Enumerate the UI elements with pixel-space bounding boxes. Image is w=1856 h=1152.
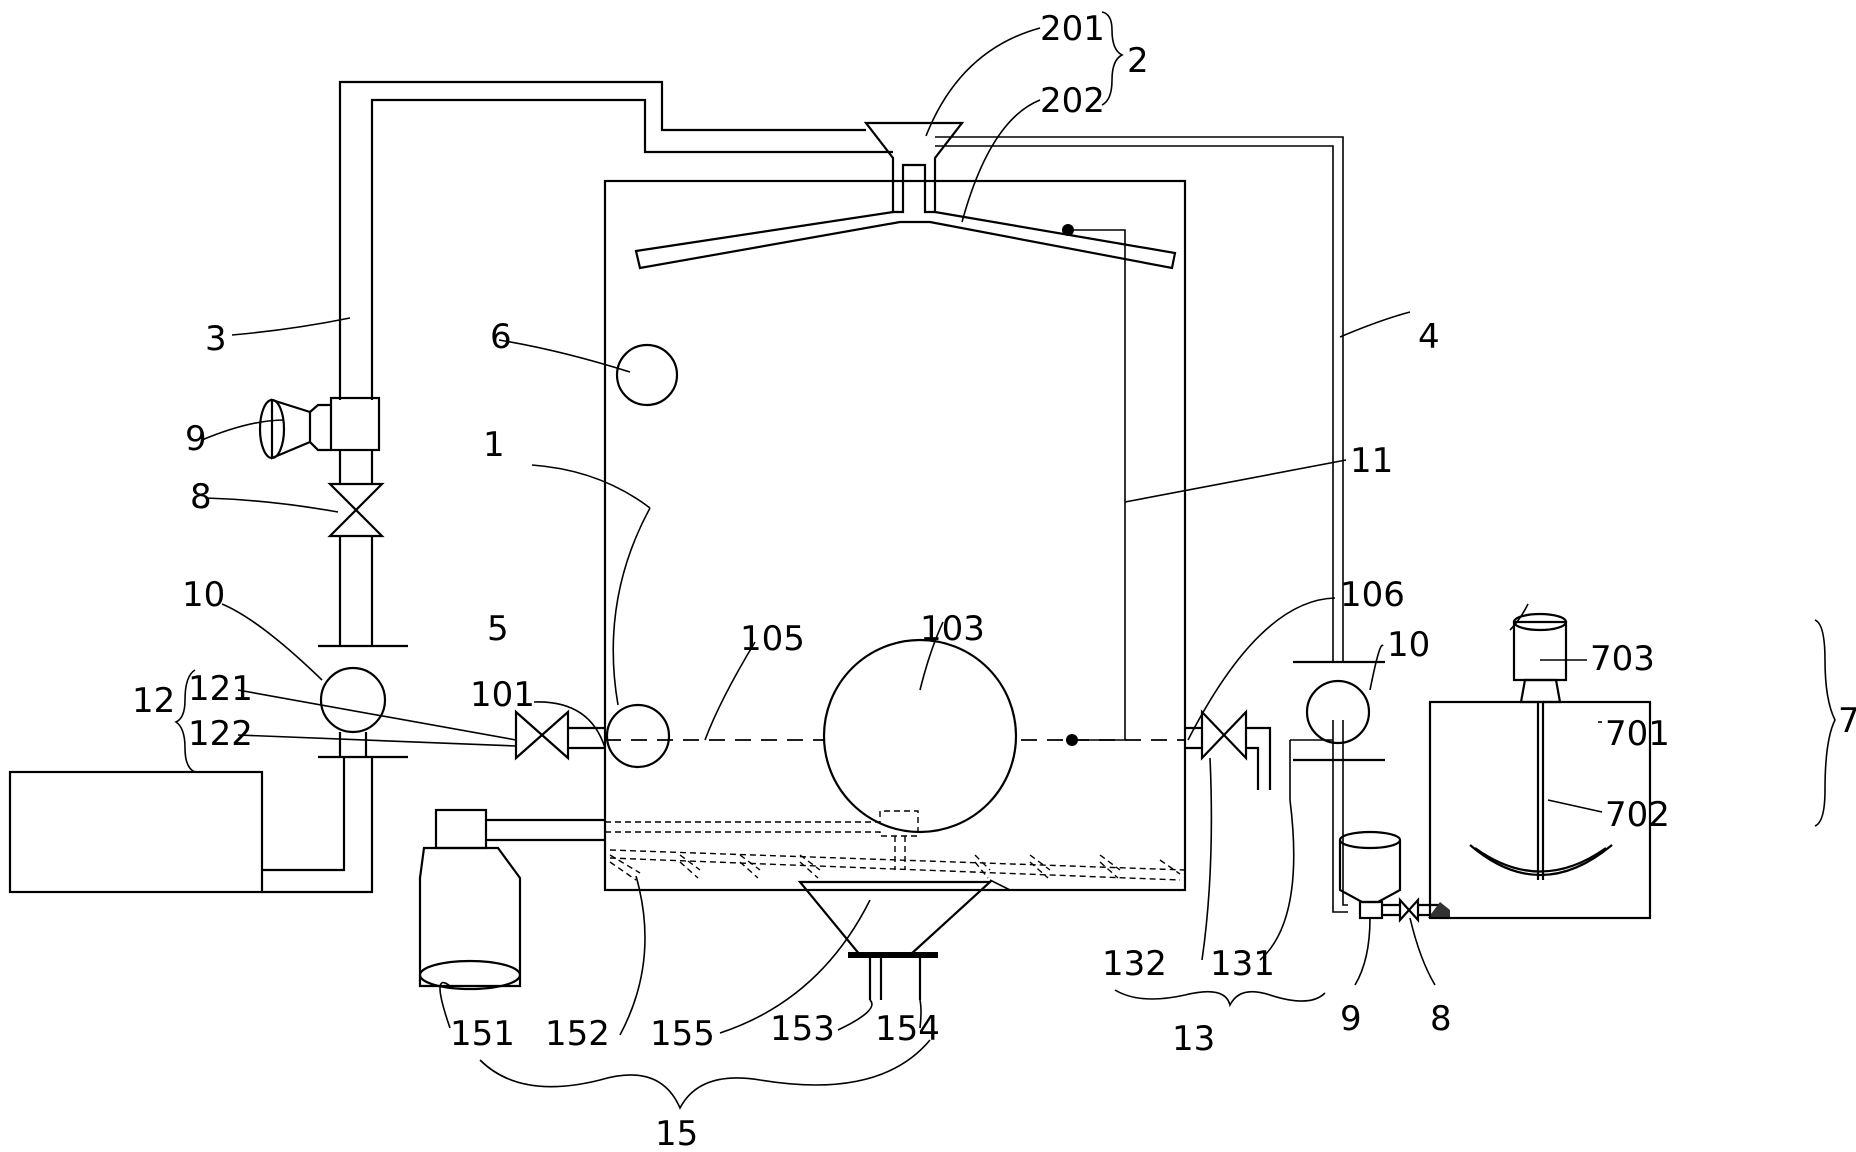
- label-101: 101: [470, 675, 535, 715]
- label-5: 5: [487, 609, 509, 649]
- label-4: 4: [1418, 317, 1440, 357]
- label-105: 105: [740, 619, 805, 659]
- nozzles: [609, 854, 1181, 881]
- label-15: 15: [655, 1114, 698, 1152]
- spray-arm: [634, 210, 1177, 270]
- label-8-left: 8: [190, 477, 212, 517]
- sensor-dot-top: [1062, 224, 1074, 236]
- label-10-right: 10: [1387, 625, 1430, 665]
- label-703: 703: [1590, 639, 1655, 679]
- leader-lines: [201, 27, 1603, 1036]
- valve-right-132: [1200, 709, 1248, 761]
- label-122: 122: [188, 714, 253, 754]
- label-702: 702: [1605, 795, 1670, 835]
- spray-assembly: [634, 121, 1177, 270]
- label-6: 6: [490, 317, 512, 357]
- drum-103: [822, 638, 1018, 834]
- label-202: 202: [1040, 81, 1105, 121]
- label-153: 153: [770, 1009, 835, 1049]
- label-9-left: 9: [185, 419, 207, 459]
- pipe-3: [338, 80, 893, 400]
- sensor-wire-11: [1068, 229, 1126, 741]
- label-3: 3: [205, 319, 227, 359]
- label-13: 13: [1172, 1019, 1215, 1059]
- element-6-circle: [615, 343, 679, 407]
- pump-10-left: [319, 666, 387, 734]
- label-152: 152: [545, 1014, 610, 1054]
- label-11: 11: [1350, 441, 1393, 481]
- label-10-left: 10: [182, 575, 225, 615]
- label-7: 7: [1838, 701, 1856, 741]
- labels: 201 2 202 3 6 4 9 1 11 8 10 5 105 103 10…: [132, 9, 1856, 1152]
- label-201: 201: [1040, 9, 1105, 49]
- blower-151: [418, 808, 605, 991]
- label-155: 155: [650, 1014, 715, 1054]
- label-2: 2: [1127, 41, 1149, 81]
- valve-8-right: [1398, 897, 1420, 923]
- valve-8-left: [327, 482, 385, 538]
- valve-left-101: [514, 709, 570, 761]
- label-132: 132: [1102, 944, 1167, 984]
- motor-9-left: [258, 396, 381, 460]
- label-151: 151: [450, 1014, 515, 1054]
- braces: [174, 11, 1836, 1110]
- label-106: 106: [1340, 575, 1405, 615]
- label-103: 103: [920, 609, 985, 649]
- mixing-tank-7: [1428, 612, 1652, 920]
- label-1: 1: [483, 425, 505, 465]
- main-tank: [603, 179, 1187, 892]
- sensor-dot-bottom: [1066, 734, 1078, 746]
- pump-10-right: [1305, 679, 1371, 745]
- label-12: 12: [132, 681, 175, 721]
- label-8-right: 8: [1430, 999, 1452, 1039]
- aeration-pipe: [605, 810, 919, 837]
- label-9-right: 9: [1340, 999, 1362, 1039]
- dosing-tank-9-right: [1338, 830, 1440, 923]
- blob: [1428, 902, 1450, 918]
- label-131: 131: [1210, 944, 1275, 984]
- element-5-circle: [605, 703, 671, 769]
- label-701: 701: [1605, 714, 1670, 754]
- box-12: [8, 770, 264, 894]
- pipe-4: [935, 136, 1348, 913]
- label-121: 121: [188, 669, 253, 709]
- label-154: 154: [875, 1009, 940, 1049]
- hopper-155: [797, 880, 993, 1000]
